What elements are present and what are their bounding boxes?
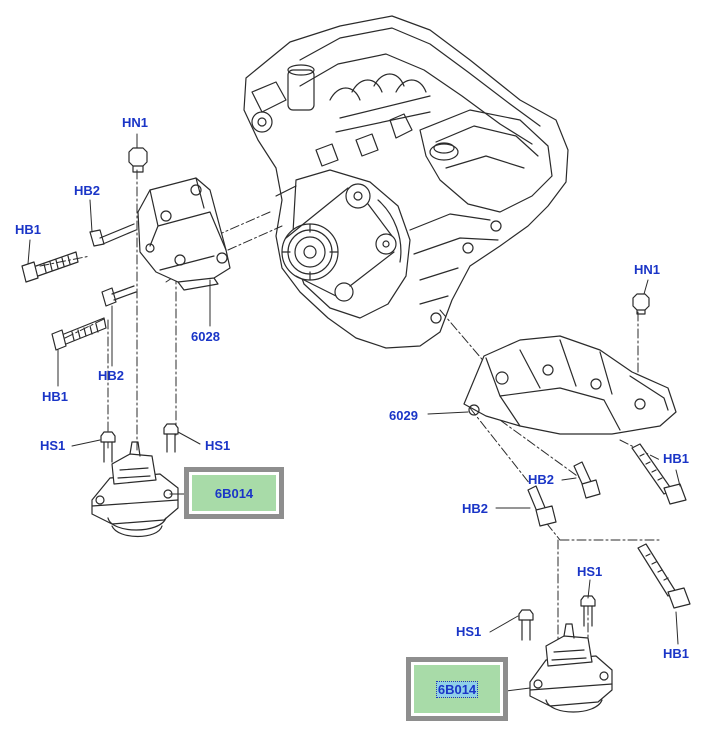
callout-hs1-right-a: HS1 — [577, 564, 603, 579]
callout-hb2-right-b: HB2 — [462, 501, 489, 516]
callout-hn1-right: HN1 — [634, 262, 661, 277]
callout-hb2-right-a: HB2 — [528, 472, 555, 487]
callout-hb2-left-top: HB2 — [74, 183, 101, 198]
callout-hb1-right-top: HB1 — [663, 451, 690, 466]
leader-lines — [27, 133, 681, 693]
right-engine-mount-drawing — [529, 623, 613, 713]
left-mount-bracket-drawing — [137, 177, 231, 291]
part-box-6b014-left[interactable]: 6B014 — [184, 467, 284, 519]
callout-hb1-right-bottom: HB1 — [663, 646, 690, 661]
part-box-fill: 6B014 — [192, 475, 276, 511]
part-box-6b014-right[interactable]: 6B014 — [406, 657, 508, 721]
callout-hb1-left-bottom: HB1 — [42, 389, 69, 404]
callout-hs1-left-b: HS1 — [205, 438, 231, 453]
engine-block-drawing — [243, 15, 569, 349]
part-number-label-selected: 6B014 — [435, 680, 479, 698]
callout-hs1-right-b: HS1 — [456, 624, 482, 639]
right-fasteners-drawing — [518, 293, 691, 641]
callout-hs1-left-a: HS1 — [40, 438, 66, 453]
callout-hb2-left-bottom: HB2 — [98, 368, 125, 383]
right-mount-bracket-drawing — [463, 335, 677, 435]
callout-hn1-left: HN1 — [122, 115, 149, 130]
left-engine-mount-drawing — [91, 441, 179, 537]
part-box-fill: 6B014 — [414, 665, 500, 713]
callout-hb1-left-top: HB1 — [15, 222, 42, 237]
callout-part-6028: 6028 — [191, 329, 220, 344]
part-number-label: 6B014 — [214, 485, 254, 501]
left-fasteners-drawing — [21, 147, 179, 463]
callout-part-6029: 6029 — [389, 408, 418, 423]
